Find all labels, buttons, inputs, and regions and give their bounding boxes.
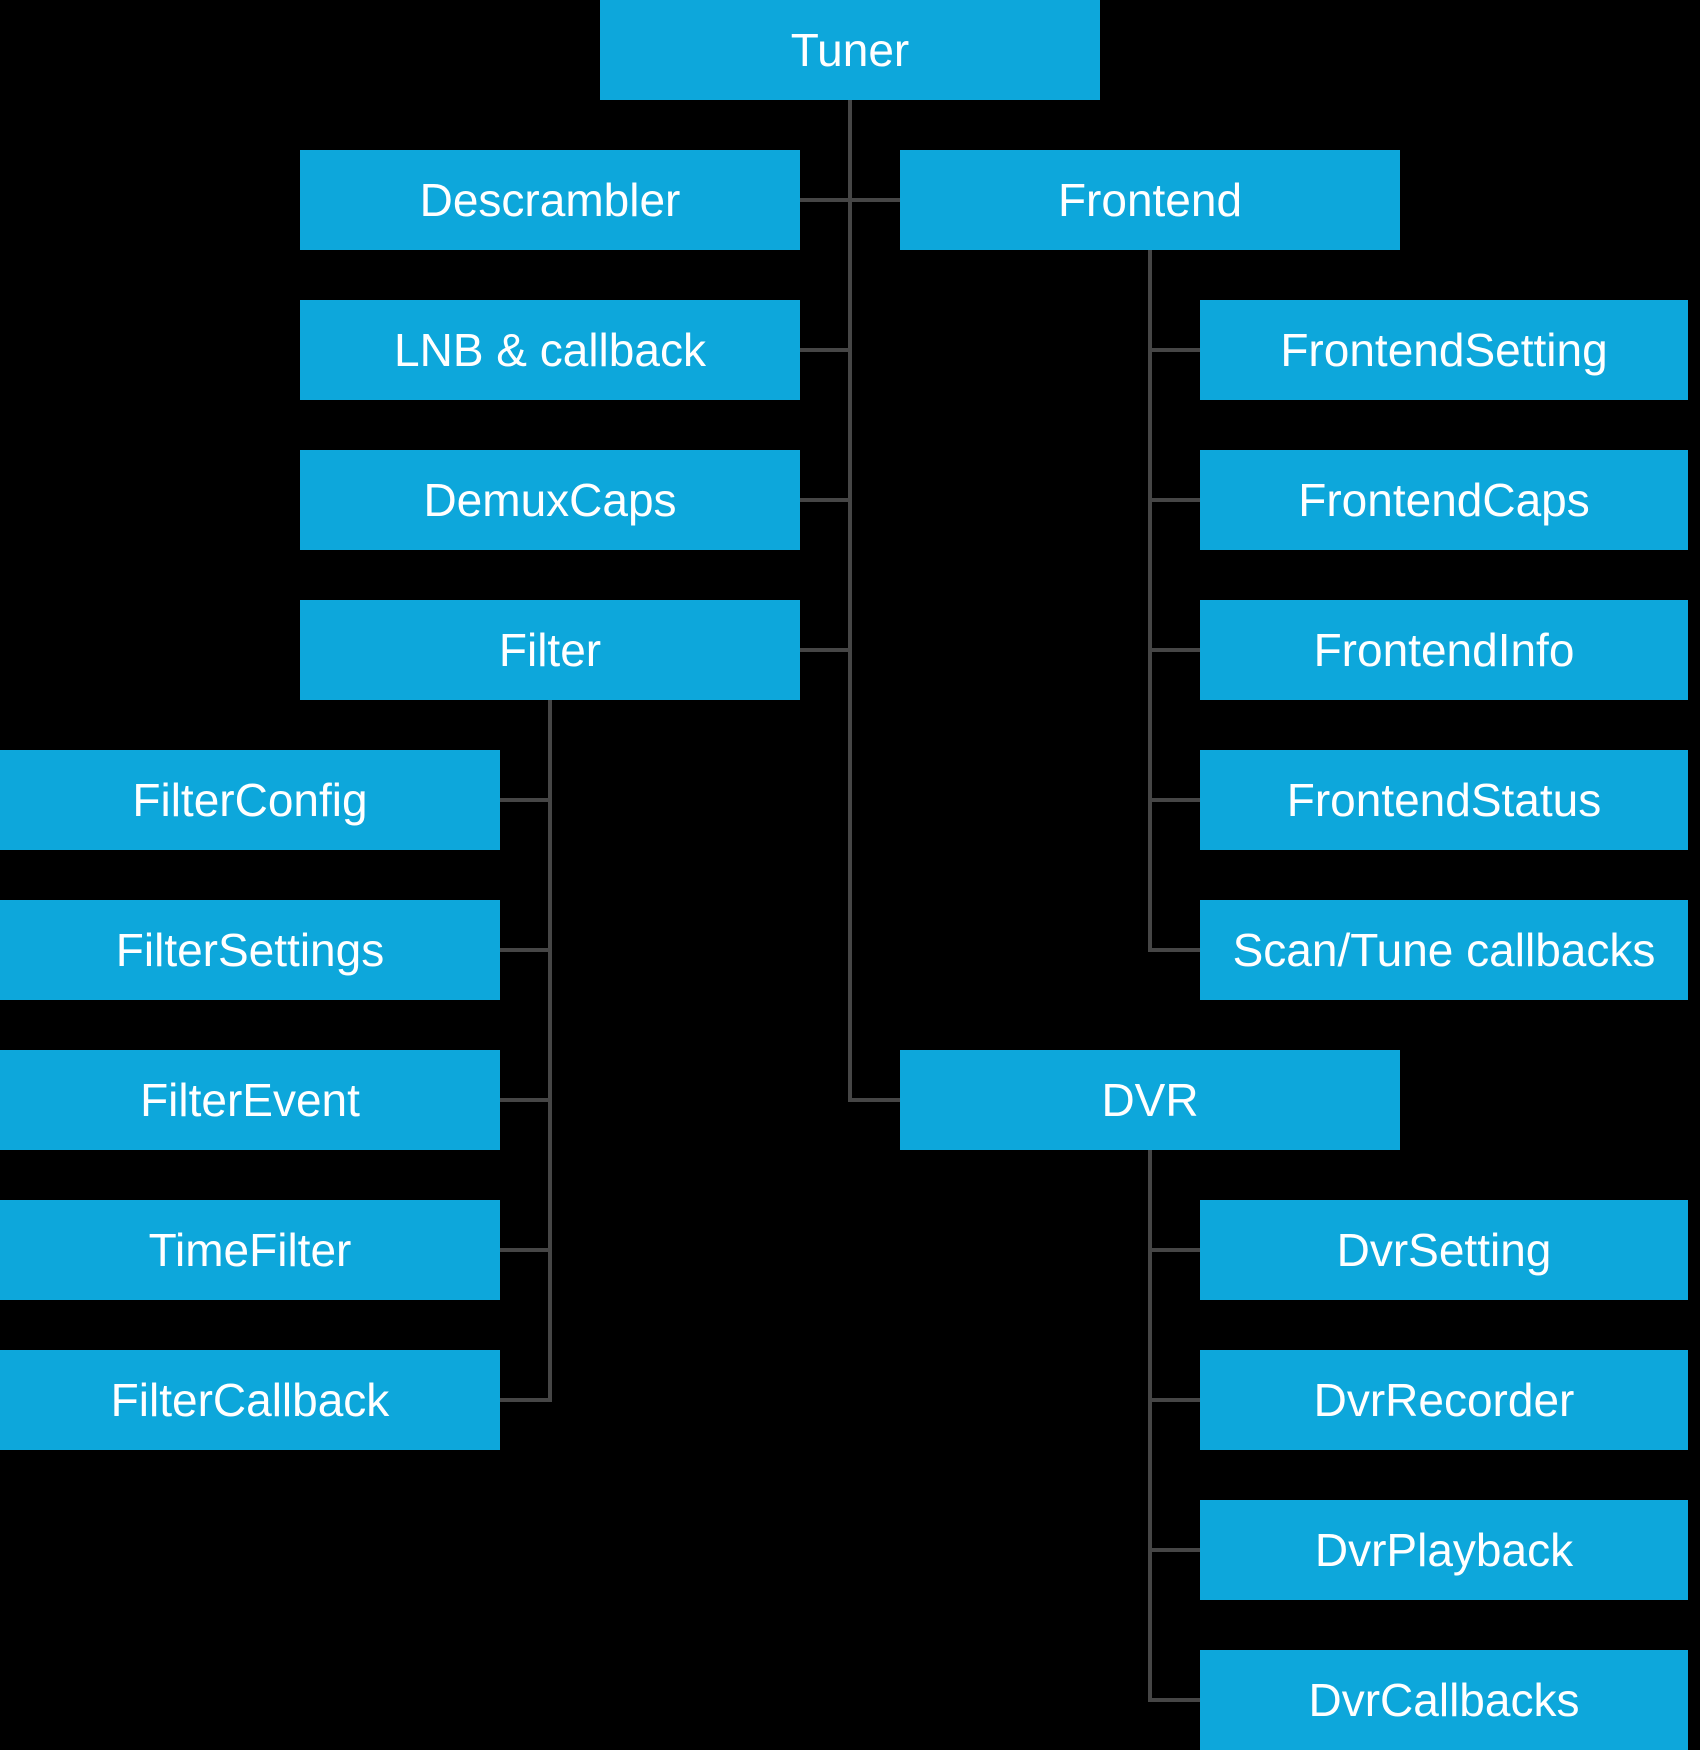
descrambler-frontend-branch-connector (800, 198, 900, 202)
frontendinfo-branch-connector (1148, 648, 1200, 652)
node-timefilter: TimeFilter (0, 1200, 500, 1300)
node-dvrrecorder: DvrRecorder (1200, 1350, 1688, 1450)
node-dvr: DVR (900, 1050, 1400, 1150)
dvrsetting-branch-connector (1148, 1248, 1200, 1252)
node-demuxcaps: DemuxCaps (300, 450, 800, 550)
node-filtercallback: FilterCallback (0, 1350, 500, 1450)
timefilter-branch-connector (500, 1248, 552, 1252)
node-frontendcaps: FrontendCaps (1200, 450, 1688, 550)
node-descrambler: Descrambler (300, 150, 800, 250)
node-tuner: Tuner (600, 0, 1100, 100)
dvr-branch-connector (848, 1098, 900, 1102)
node-filterconfig: FilterConfig (0, 750, 500, 850)
node-filterevent: FilterEvent (0, 1050, 500, 1150)
tuner-trunk-connector (848, 100, 852, 1102)
dvrplayback-branch-connector (1148, 1548, 1200, 1552)
node-dvrplayback: DvrPlayback (1200, 1500, 1688, 1600)
frontendsetting-branch-connector (1148, 348, 1200, 352)
scantune-branch-connector (1148, 948, 1200, 952)
node-frontendstatus: FrontendStatus (1200, 750, 1688, 850)
node-dvrcallbacks: DvrCallbacks (1200, 1650, 1688, 1750)
filtersettings-branch-connector (500, 948, 552, 952)
node-scantune-callbacks: Scan/Tune callbacks (1200, 900, 1688, 1000)
dvr-trunk-connector (1148, 1150, 1152, 1702)
dvrcallbacks-branch-connector (1148, 1698, 1200, 1702)
filter-branch-connector (800, 648, 852, 652)
frontendcaps-branch-connector (1148, 498, 1200, 502)
filtercallback-branch-connector (500, 1398, 552, 1402)
frontendstatus-branch-connector (1148, 798, 1200, 802)
frontend-trunk-connector (1148, 250, 1152, 952)
node-filtersettings: FilterSettings (0, 900, 500, 1000)
node-frontend: Frontend (900, 150, 1400, 250)
node-frontendinfo: FrontendInfo (1200, 600, 1688, 700)
node-filter: Filter (300, 600, 800, 700)
node-frontendsetting: FrontendSetting (1200, 300, 1688, 400)
node-dvrsetting: DvrSetting (1200, 1200, 1688, 1300)
dvrrecorder-branch-connector (1148, 1398, 1200, 1402)
filter-trunk-connector (548, 700, 552, 1402)
filterevent-branch-connector (500, 1098, 552, 1102)
demuxcaps-branch-connector (800, 498, 852, 502)
lnb-branch-connector (800, 348, 852, 352)
node-lnb-callback: LNB & callback (300, 300, 800, 400)
filterconfig-branch-connector (500, 798, 552, 802)
